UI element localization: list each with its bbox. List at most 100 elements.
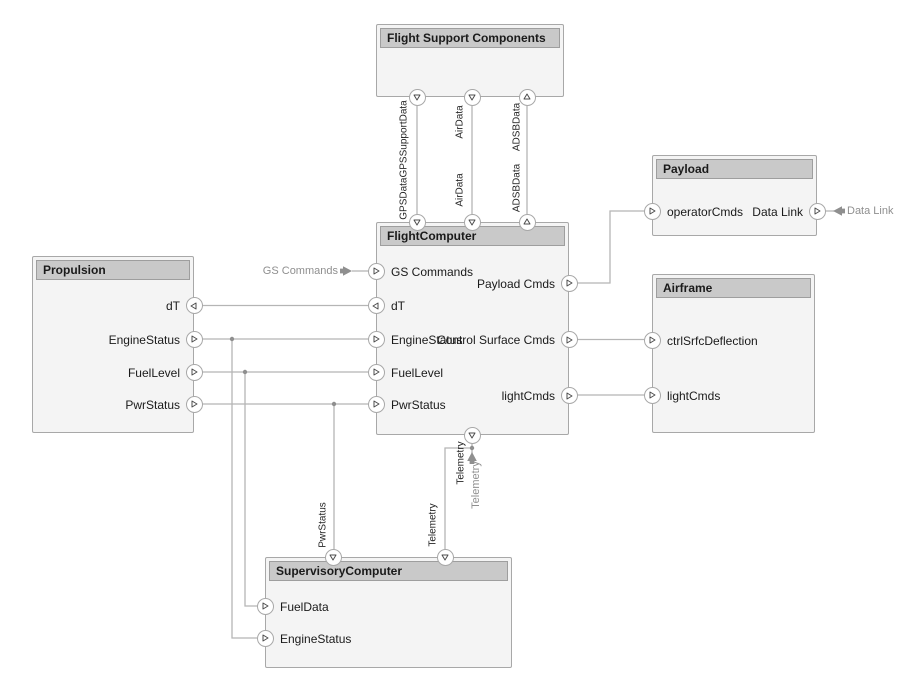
component-propulsion[interactable]: Propulsion dT EngineStatus FuelLevel Pwr… [32,256,194,433]
port-label-engine-status: EngineStatus [391,333,463,347]
wire-label-adsb-lower: ADSBData [511,163,523,213]
triangle-down-icon [468,219,476,226]
component-supervisory-computer[interactable]: SupervisoryComputer FuelData EngineStatu… [265,557,512,668]
port-label-engine-status: EngineStatus [280,632,352,646]
triangle-down-icon [468,432,476,439]
junction-dot [242,369,248,375]
junction-dot [229,336,235,342]
port-fc-telemetry[interactable] [463,426,481,444]
triangle-left-icon [372,302,379,309]
port-label-dt: dT [391,299,406,313]
port-label-pwr-status: PwrStatus [391,398,446,412]
component-flight-computer[interactable]: FlightComputer GS Commands dT EngineStat… [376,222,569,435]
junction-dot [469,445,475,451]
triangle-right-icon [649,391,656,399]
external-port-label-gs-commands: GS Commands [262,265,338,277]
port-label-light-cmds: lightCmds [667,389,721,403]
triangle-right-icon [191,400,198,408]
triangle-right-icon [566,336,573,343]
port-fc-pwr-status[interactable] [367,395,385,413]
triangle-down-icon [413,219,421,226]
port-fc-payload-cmds[interactable] [560,274,578,292]
port-label-fuel-data: FuelData [280,600,329,614]
component-title: FlightComputer [380,226,565,246]
wire-payload-cmds[interactable] [577,210,644,284]
port-label-fuel-level: FuelLevel [127,366,180,380]
component-payload[interactable]: Payload operatorCmds Data Link [652,155,817,236]
wire-label-telemetry-main: Telemetry [455,441,467,485]
port-airframe-light-cmds[interactable] [643,386,661,404]
wire-label-gps-data: GPSDataGPSSupportData [398,100,410,220]
component-title: Airframe [656,278,811,298]
wire-label-air-data-lower: AirData [454,173,466,207]
triangle-right-icon [566,279,573,287]
port-label-gs-commands: GS Commands [391,265,474,279]
external-port-label-telemetry: Telemetry [470,461,482,509]
triangle-down-icon [329,554,337,561]
port-airframe-ctrl-srfc-deflection[interactable] [643,331,661,349]
port-label-payload-cmds: Payload Cmds [476,277,555,291]
port-label-light-cmds: lightCmds [501,389,555,403]
port-fc-dt[interactable] [367,297,385,314]
triangle-down-icon [468,94,476,101]
wire-label-telemetry-branch: Telemetry [427,503,439,547]
triangle-right-icon [566,392,573,399]
port-fc-gps-in[interactable] [408,213,426,231]
port-fc-engine-status[interactable] [367,330,385,348]
triangle-right-icon [191,335,198,343]
port-fc-gs-commands[interactable] [367,262,385,280]
triangle-right-icon [262,634,269,642]
component-title: Flight Support Components [380,28,560,48]
triangle-left-icon [190,302,197,309]
triangle-right-icon [814,207,821,215]
port-label-data-link: Data Link [752,205,803,219]
port-label-ctrl-srfc-deflection: ctrlSrfcDeflection [667,334,758,348]
triangle-right-icon [262,602,269,610]
port-fsc-adsb-in[interactable] [518,88,536,106]
wire-fuel-level-branch[interactable] [244,372,257,607]
port-supervisory-fuel-data[interactable] [256,597,274,615]
junction-dot [331,401,337,407]
port-payload-operator-cmds[interactable] [643,202,661,220]
port-propulsion-engine-status[interactable] [185,330,203,348]
external-output-arrow-telemetry[interactable] [467,452,477,464]
port-fc-light-cmds[interactable] [560,387,578,404]
port-propulsion-pwr-status[interactable] [185,395,203,413]
wire-label-pwr-status: PwrStatus [317,502,329,548]
triangle-right-icon [373,267,380,275]
triangle-down-icon [413,94,421,101]
port-label-fuel-level: FuelLevel [391,366,444,380]
external-port-label-data-link: Data Link [847,205,894,217]
port-fsc-airdata-out[interactable] [463,88,481,106]
component-title: Propulsion [36,260,190,280]
port-propulsion-fuel-level[interactable] [185,363,203,381]
triangle-right-icon [373,335,380,343]
port-fsc-gps-out[interactable] [408,88,426,106]
port-supervisory-engine-status[interactable] [256,629,274,647]
triangle-right-icon [649,207,656,215]
port-label-engine-status: EngineStatus [108,333,180,347]
port-fc-control-surface-cmds[interactable] [560,331,578,348]
triangle-down-icon [441,554,449,561]
port-label-operator-cmds: operatorCmds [667,205,744,219]
triangle-right-icon [373,400,380,408]
port-label-dt: dT [165,299,180,313]
triangle-right-icon [649,336,656,344]
wire-telemetry-branch[interactable] [444,447,472,549]
port-fc-fuel-level[interactable] [367,363,385,381]
external-output-arrow-data-link[interactable] [833,206,845,216]
wire-label-adsb-upper: ADSBData [511,102,523,152]
triangle-up-icon [523,93,531,100]
component-airframe[interactable]: Airframe ctrlSrfcDeflection lightCmds [652,274,815,433]
component-flight-support-components[interactable]: Flight Support Components [376,24,564,97]
port-fc-adsb-out[interactable] [518,213,536,231]
port-propulsion-dt[interactable] [185,297,203,314]
port-supervisory-telemetry[interactable] [436,548,454,566]
port-payload-data-link[interactable] [808,202,826,220]
port-supervisory-pwr-status[interactable] [324,548,342,566]
external-input-arrow-gs-commands[interactable] [340,266,352,276]
port-fc-airdata-in[interactable] [463,213,481,231]
wire-engine-status-branch[interactable] [231,339,257,639]
